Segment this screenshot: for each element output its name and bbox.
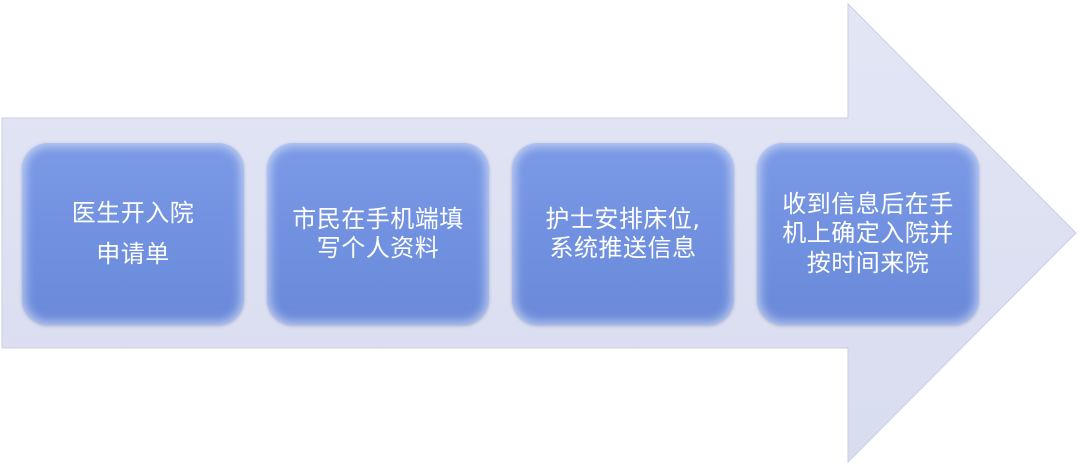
step-4-text: 收到信息后在手 机上确定入院并 按时间来院: [782, 190, 954, 277]
step-box-3: 护士安排床位, 系统推送信息: [512, 143, 734, 325]
step-box-1: 医生开入院 申请单: [22, 143, 244, 325]
step-1-text: 医生开入院 申请单: [71, 199, 195, 268]
step-2-text: 市民在手机端填 写个人资料: [292, 204, 464, 262]
step-box-4: 收到信息后在手 机上确定入院并 按时间来院: [757, 143, 979, 325]
step-3-text: 护士安排床位, 系统推送信息: [545, 204, 701, 262]
step-box-2: 市民在手机端填 写个人资料: [267, 143, 489, 325]
